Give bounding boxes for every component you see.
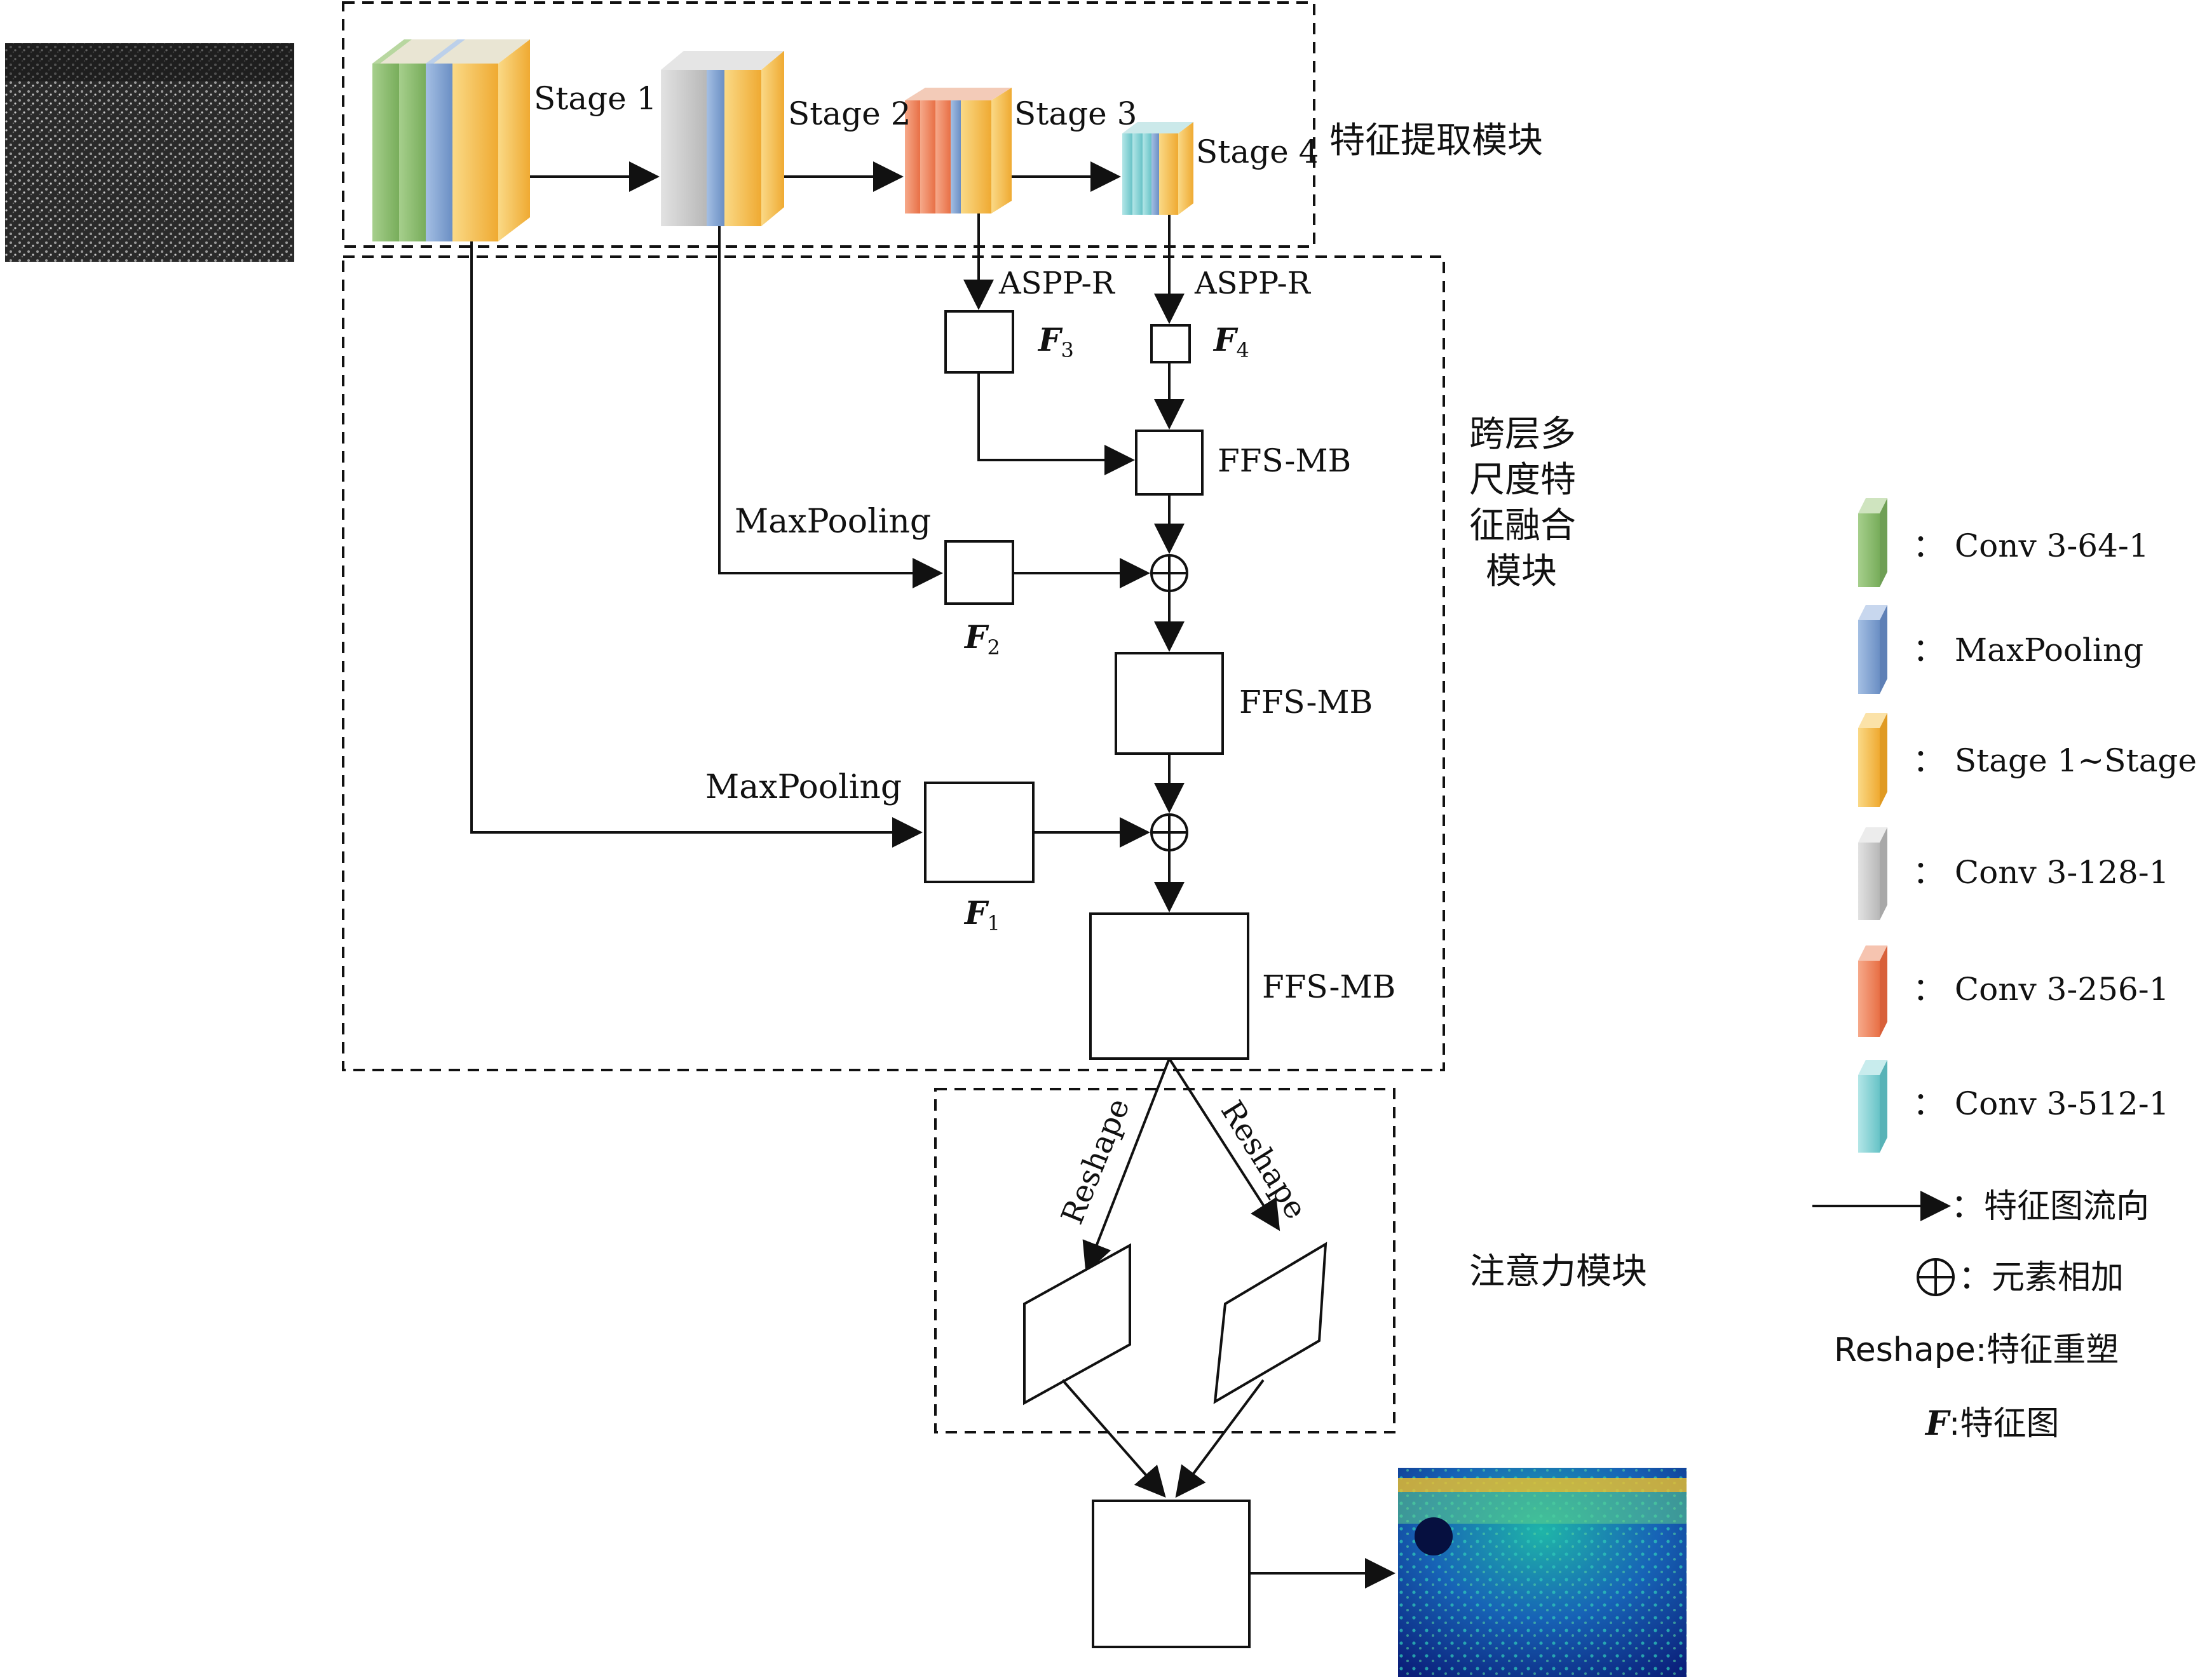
flow-arrow: [470, 241, 923, 848]
feature-map-f3-label: F3: [1037, 321, 1074, 362]
feature-map-f2-box: [944, 540, 1014, 605]
stage-1-block: [372, 39, 530, 241]
legend-label: ： Stage 1~Stage 4: [1913, 742, 2200, 779]
reshaped-feature-right: [1213, 1242, 1327, 1404]
stage-label: Stage 3: [1014, 95, 1137, 132]
flow-arrow: [718, 226, 943, 588]
legend-feature-definition: F:特征图: [1924, 1404, 2059, 1443]
fusion-module-label-line4: 模块: [1486, 551, 1557, 592]
legend-reshape-definition: Reshape:特征重塑: [1834, 1331, 2119, 1369]
reshape-label: Reshape: [1054, 1094, 1137, 1230]
legend-label: ： MaxPooling: [1913, 632, 2143, 668]
stage-label: Stage 2: [788, 95, 911, 132]
flow-arrow: [1168, 1057, 1280, 1231]
stage-4-block: [1122, 122, 1193, 215]
stage-label: Stage 1: [534, 80, 656, 117]
maxpooling-label: MaxPooling: [705, 768, 902, 806]
stage-3-block: [905, 88, 1012, 213]
legend-swatch-stage: [1858, 713, 1887, 807]
feature-map-f4-box: [1150, 324, 1191, 363]
legend-label: ： Conv 3-256-1: [1913, 971, 2169, 1008]
legend-swatch-conv-3-64-1: [1858, 498, 1887, 587]
stage-label: Stage 4: [1196, 133, 1319, 170]
attention-output-block: [1092, 1500, 1251, 1648]
flow-arrow: [1061, 1379, 1166, 1498]
legend-swatch-conv-3-256-1: [1858, 945, 1887, 1037]
legend-swatch-conv-3-128-1: [1858, 827, 1887, 920]
legend-swatch-conv-3-512-1: [1858, 1060, 1887, 1153]
ffs-mb-label: FFS-MB: [1218, 442, 1351, 479]
feature-map-f4-label: F4: [1212, 321, 1249, 362]
ffs-mb-block-1: [1135, 430, 1204, 496]
aspp-r-label: ASPP-R: [998, 266, 1116, 301]
legend-label: ： Conv 3-128-1: [1913, 854, 2169, 891]
legend-swatch-maxpooling: [1858, 605, 1887, 694]
feature-map-f1-label: F1: [963, 894, 1000, 935]
feature-map-f3-box: [944, 310, 1014, 374]
output-density-map: [1398, 1468, 1687, 1680]
stage-2-block: [661, 51, 784, 226]
fusion-module-frame: [342, 255, 1445, 1071]
aspp-r-label: ASPP-R: [1194, 266, 1312, 301]
fusion-module-label-line1: 跨层多: [1469, 414, 1576, 455]
feature-map-f2-label: F2: [963, 618, 1000, 660]
legend-label: ： Conv 3-512-1: [1913, 1085, 2169, 1122]
legend-add-icon: [1917, 1258, 1955, 1296]
flow-arrow: [1175, 1379, 1265, 1498]
attention-module-frame: [934, 1088, 1395, 1433]
flow-arrow: [977, 372, 1135, 475]
maxpooling-label: MaxPooling: [735, 503, 931, 541]
legend-add-label: ：元素相加: [1959, 1259, 2124, 1297]
fusion-module-label-line2: 尺度特: [1469, 459, 1576, 501]
legend-label: ： Conv 3-64-1: [1913, 527, 2149, 564]
ffs-mb-label: FFS-MB: [1262, 968, 1395, 1005]
reshaped-feature-left: [1023, 1243, 1131, 1406]
ffs-mb-block-3: [1089, 912, 1249, 1060]
element-wise-add-icon: [1150, 554, 1188, 592]
feature-extraction-label: 特征提取模块: [1329, 120, 1543, 161]
feature-map-f1-box: [924, 782, 1035, 883]
attention-module-label: 注意力模块: [1469, 1251, 1647, 1292]
flow-arrow: [1082, 1058, 1171, 1273]
ffs-mb-block-2: [1115, 652, 1224, 755]
element-wise-add-icon: [1150, 813, 1188, 851]
fusion-module-label-line3: 征融合: [1469, 505, 1576, 546]
legend-flow-label: ：特征图流向: [1951, 1188, 2149, 1226]
feature-extraction-frame: [342, 1, 1315, 248]
legend: ： Conv 3-64-1 ： MaxPooling ： Stage 1~Sta…: [1812, 498, 2200, 1443]
ffs-mb-label: FFS-MB: [1239, 684, 1373, 721]
input-crowd-image: [5, 43, 294, 262]
